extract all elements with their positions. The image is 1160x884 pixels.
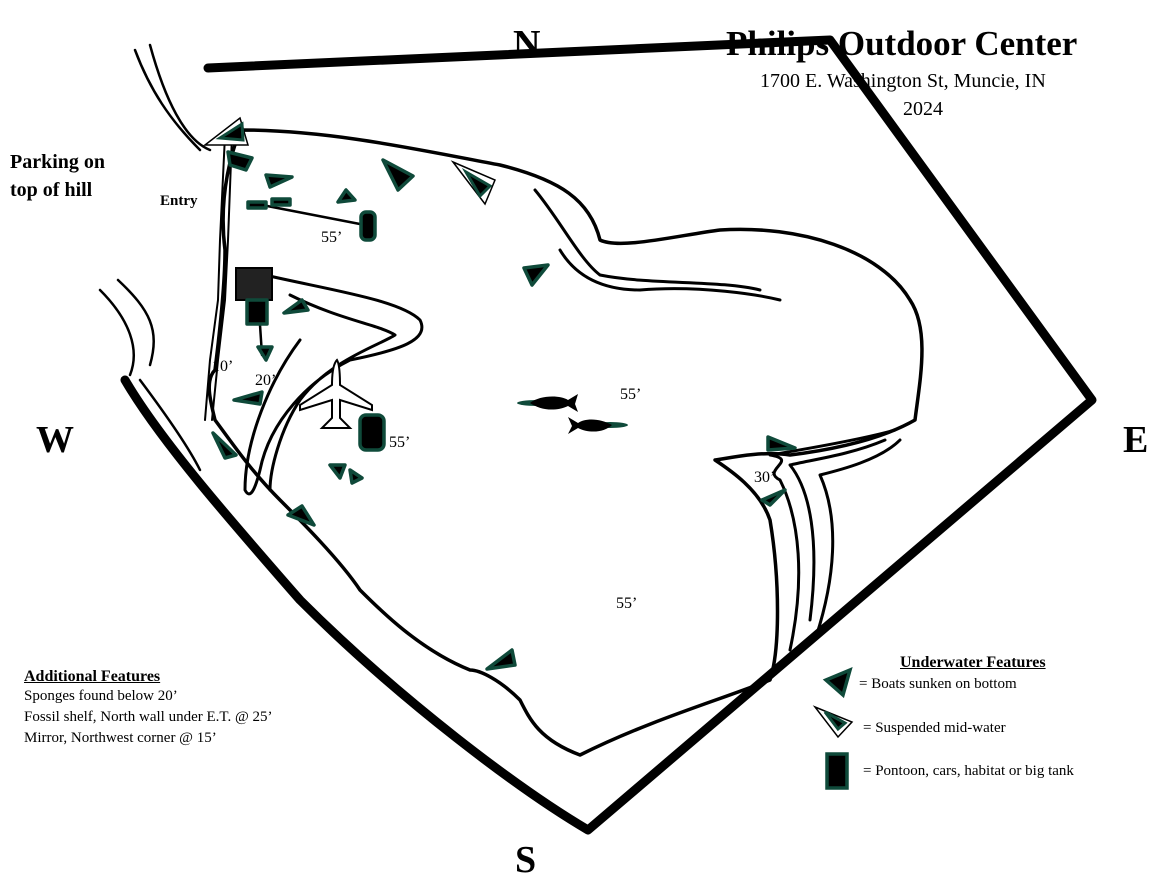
feature-item: Mirror, Northwest corner @ 15’: [24, 730, 217, 746]
sunken-boat-icon: [760, 488, 787, 507]
suspended-boat-icon: [450, 160, 496, 206]
depth-label: 55’: [321, 229, 343, 246]
pontoon-icon: [359, 210, 377, 242]
sunken-boat-icon: [264, 173, 294, 189]
year: 2024: [903, 98, 943, 120]
entry-path: [204, 134, 233, 421]
legend-item-pontoon: = Pontoon, cars, habitat or big tank: [863, 763, 1074, 779]
sunken-boat-icon: [485, 648, 517, 671]
east-peninsula: [768, 428, 902, 652]
sunken-boat-icon: [232, 390, 264, 406]
sunken-boat-icon: [226, 150, 254, 172]
compass-south: S: [515, 839, 537, 881]
compass-west: W: [36, 419, 74, 461]
sunken-boat-icon: [381, 158, 415, 192]
pontoon-icon: [245, 298, 269, 326]
sunken-boat-icon: [328, 463, 347, 480]
depth-label: 20’: [255, 372, 277, 389]
depth-label: 55’: [616, 595, 638, 612]
depth-label: 55’: [620, 386, 642, 403]
sunken-boat-icon: [282, 298, 310, 315]
address: 1700 E. Washington St, Muncie, IN: [760, 70, 1046, 92]
dock-icon: [235, 267, 273, 301]
sunken-boat-icon: [211, 431, 238, 460]
sunken-boat-icon: [822, 666, 853, 699]
airplane-icon: [299, 358, 373, 429]
west-peninsula: [243, 273, 424, 496]
west-shore: [98, 43, 212, 472]
sunken-boat-icon: [348, 468, 364, 485]
suspended-boat-icon: [812, 705, 854, 739]
sunken-boat-icon: [286, 504, 316, 527]
pontoon-icon: [246, 200, 268, 210]
outer-boundary: [120, 35, 1097, 835]
compass-north: N: [513, 23, 541, 65]
north-peninsula: [533, 188, 782, 302]
parking-label: Parking on top of hill: [10, 148, 105, 204]
compass-east: E: [1123, 419, 1149, 461]
fish-icon: [517, 394, 578, 412]
fish-icon: [568, 417, 628, 434]
depth-label: 10’: [212, 358, 234, 375]
guide-line: [260, 203, 367, 227]
sunken-boat-icon: [766, 435, 797, 452]
entry-label: Entry: [160, 193, 198, 209]
feature-item: Fossil shelf, North wall under E.T. @ 25…: [24, 709, 273, 725]
depth-label: 55’: [389, 434, 411, 451]
depth-label: 30’: [754, 469, 776, 486]
suspended-boat-icon: [202, 116, 250, 146]
sunken-boat-icon: [336, 188, 357, 204]
legend-item-suspended: = Suspended mid-water: [863, 720, 1006, 736]
pontoon-icon: [825, 752, 849, 790]
parking-line: Parking on: [10, 151, 106, 173]
map-title: Philips Outdoor Center: [726, 24, 1078, 63]
sunken-boat-icon: [522, 263, 550, 287]
pontoon-icon: [358, 413, 386, 452]
feature-item: Sponges found below 20’: [24, 688, 178, 704]
pontoon-icon: [270, 197, 292, 207]
parking-line: top of hill: [10, 179, 93, 201]
sunken-boat-icon: [256, 345, 274, 362]
legend-item-sunken: = Boats sunken on bottom: [859, 676, 1017, 692]
legend-heading: Underwater Features: [900, 654, 1046, 671]
lake-shore: [207, 128, 924, 757]
additional-features-heading: Additional Features: [24, 668, 161, 685]
additional-features: Additional Features Sponges found below …: [24, 668, 273, 749]
